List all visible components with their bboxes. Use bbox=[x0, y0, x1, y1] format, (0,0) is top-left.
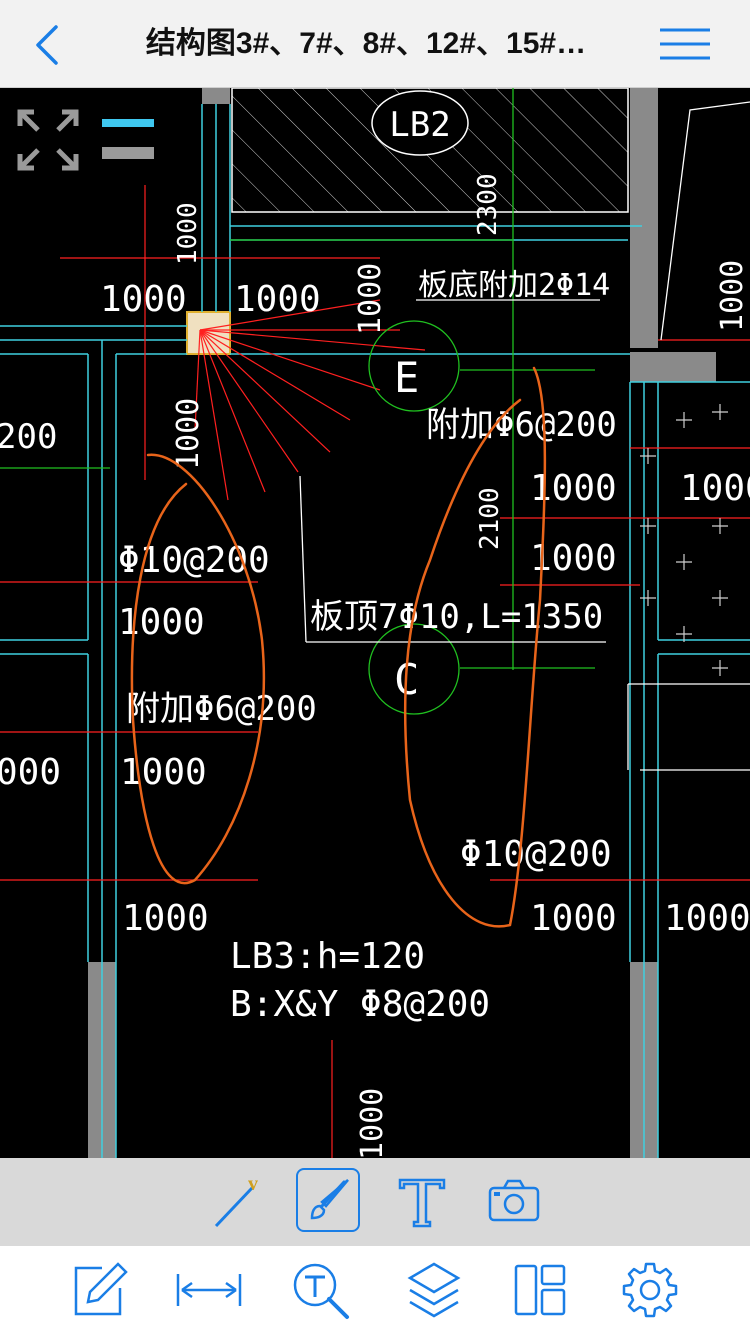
layout-button[interactable] bbox=[510, 1258, 570, 1322]
menu-button[interactable] bbox=[656, 22, 716, 66]
svg-text:v: v bbox=[248, 1173, 258, 1195]
red-dimension-lines bbox=[0, 185, 750, 1158]
dim-1000-right: 1000 bbox=[715, 260, 750, 332]
dim-000-left: 000 bbox=[0, 752, 61, 793]
brush-tool-button[interactable] bbox=[296, 1168, 360, 1232]
text-search-button[interactable] bbox=[288, 1258, 352, 1322]
dim-1000-c: 1000 bbox=[353, 263, 388, 335]
line-v-icon: v bbox=[214, 1173, 258, 1228]
main-toolbar bbox=[0, 1246, 750, 1334]
dim-2100: 2100 bbox=[475, 487, 505, 550]
dim-200-left: 200 bbox=[0, 417, 57, 457]
drawing-toolbar: v bbox=[0, 1158, 750, 1246]
dim-1000-left2: 1000 bbox=[120, 752, 207, 793]
edit-icon bbox=[74, 1262, 128, 1316]
layers-icon bbox=[407, 1262, 461, 1318]
column-right-top bbox=[630, 88, 658, 348]
menu-icon bbox=[660, 28, 710, 60]
lb2-label: LB2 bbox=[389, 105, 450, 145]
dim-1000-left1: 1000 bbox=[118, 602, 205, 643]
dim-1000-a: 1000 bbox=[100, 279, 187, 320]
board-bottom-extra: 板底附加2Φ14 bbox=[418, 268, 610, 303]
back-button[interactable] bbox=[22, 20, 72, 70]
camera-icon bbox=[488, 1179, 540, 1222]
text-tool-button[interactable] bbox=[390, 1168, 454, 1232]
beam-right bbox=[630, 352, 716, 382]
dim-1000-bottom1: 1000 bbox=[122, 898, 209, 939]
chevron-left-icon bbox=[36, 25, 58, 65]
layers-button[interactable] bbox=[404, 1258, 464, 1322]
settings-button[interactable] bbox=[618, 1258, 682, 1322]
text-t-icon bbox=[398, 1178, 446, 1228]
grid-markers bbox=[640, 404, 728, 676]
dim-2300: 2300 bbox=[473, 173, 503, 236]
measure-button[interactable] bbox=[174, 1258, 244, 1322]
layout-icon bbox=[514, 1264, 566, 1316]
dim-1000-bottom3: 1000 bbox=[664, 898, 750, 939]
measure-icon bbox=[176, 1274, 242, 1306]
bxy-label: B:X&Y Φ8@200 bbox=[230, 984, 490, 1025]
page-title: 结构图3#、7#、8#、12#、15#… bbox=[145, 27, 587, 60]
expand-icon[interactable] bbox=[16, 108, 80, 172]
camera-tool-button[interactable] bbox=[482, 1168, 546, 1232]
dim-1000-bottom2: 1000 bbox=[530, 898, 617, 939]
dim-1000-vert2: 1000 bbox=[171, 398, 206, 470]
board-top: 板顶7Φ10,L=1350 bbox=[310, 597, 603, 637]
layers-toggle-icon[interactable] bbox=[100, 116, 156, 164]
extra-phi6-left: 附加Φ6@200 bbox=[126, 689, 317, 729]
extra-phi6-right: 附加Φ6@200 bbox=[426, 405, 617, 445]
dim-1000-right2: 1000 bbox=[680, 468, 750, 509]
circle-e-label: E bbox=[394, 353, 419, 402]
gear-icon bbox=[622, 1262, 678, 1318]
green-lines bbox=[0, 88, 595, 715]
lb2-ellipse bbox=[371, 90, 469, 156]
dim-1000-b: 1000 bbox=[234, 279, 321, 320]
navigation-bar: 结构图3#、7#、8#、12#、15#… bbox=[0, 0, 750, 88]
dim-1000-vert: 1000 bbox=[173, 202, 203, 265]
dim-1000-lower: 1000 bbox=[355, 1088, 390, 1158]
cad-drawing[interactable]: LB2 bbox=[0, 88, 750, 1158]
lb3-label: LB3:h=120 bbox=[230, 936, 425, 977]
edit-button[interactable] bbox=[66, 1258, 130, 1322]
freehand-annotations bbox=[130, 366, 547, 928]
dim-1000-mid2: 1000 bbox=[530, 538, 617, 579]
text-search-icon bbox=[293, 1263, 349, 1319]
column-top bbox=[202, 88, 230, 104]
phi10-right: Φ10@200 bbox=[460, 834, 612, 875]
drawing-canvas[interactable]: LB2 bbox=[0, 88, 750, 1158]
brush-icon bbox=[310, 1179, 349, 1220]
line-tool-button[interactable]: v bbox=[208, 1168, 272, 1232]
white-lines bbox=[299, 101, 750, 771]
